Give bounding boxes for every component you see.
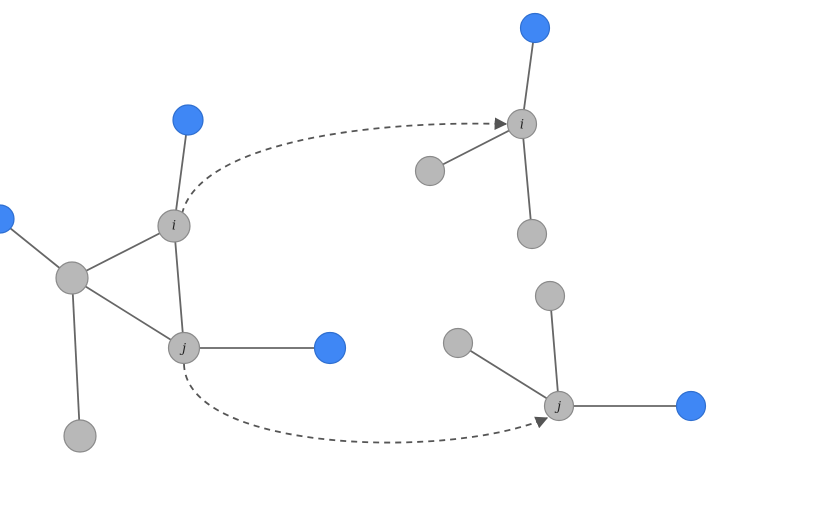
left-graph-left-blue-node [0, 204, 15, 234]
top-right-graph-node-i-label: i [520, 118, 524, 133]
left-graph-top-blue-node [172, 104, 204, 136]
top-right-graph-bottom-gray-node [516, 218, 548, 250]
top-right-graph-node-i [506, 108, 538, 140]
edge-bottom-right-j-to-top-gray [549, 295, 560, 407]
edge-node-i-to-node-j [173, 225, 185, 349]
edge-top-right-i-to-left-gray [429, 123, 523, 172]
edge-left-hub-to-bottom-gray [71, 277, 81, 437]
bottom-right-graph-node-j [543, 390, 575, 422]
left-graph-node-j [167, 331, 201, 365]
edge-node-i-to-top-blue [173, 119, 189, 227]
top-right-graph-left-gray-node [414, 155, 446, 187]
edge-left-hub-to-node-i [71, 225, 175, 279]
edge-top-right-i-to-top-blue [521, 27, 536, 125]
edge-left-hub-to-node-j [71, 277, 185, 349]
left-graph-node-j-label: j [179, 342, 186, 357]
left-graph-right-blue-node [313, 331, 347, 365]
dashed-arrow-j-mapping [183, 363, 549, 444]
bottom-right-graph-node-j-label: j [554, 400, 561, 415]
dashed-arrow-i-mapping [181, 117, 508, 215]
left-graph-hub-node [55, 261, 89, 295]
bottom-right-graph-left-gray-node [442, 327, 474, 359]
bottom-right-graph-top-gray-node [534, 280, 566, 312]
left-graph-node-i-label: i [172, 219, 176, 234]
edge-top-right-i-to-bottom-gray [521, 123, 533, 235]
edge-bottom-right-j-to-left-gray [457, 342, 560, 407]
top-right-graph-top-blue-node [519, 12, 551, 44]
bottom-right-graph-right-blue-node [675, 390, 707, 422]
left-graph-bottom-gray-node [63, 419, 97, 453]
left-graph-node-i [157, 209, 191, 243]
